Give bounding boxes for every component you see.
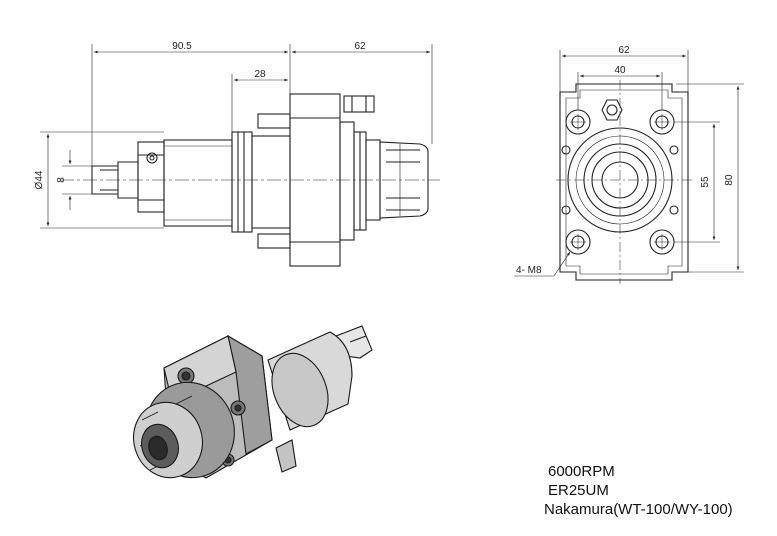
mount-bolt-bottom [257, 233, 291, 249]
front-view [556, 80, 692, 284]
side-view [60, 93, 440, 267]
bolt-hole-br [649, 229, 675, 255]
hex-plug-icon [601, 99, 623, 121]
dim-hole-spacing: 40 [614, 65, 626, 76]
bolt-hole-tr [649, 109, 675, 135]
body-cylinder [163, 139, 233, 227]
collet [379, 141, 429, 219]
mount-bolt-top [257, 113, 291, 129]
clamp-screw-icon [146, 152, 158, 164]
thread-label: 4- M8 [516, 265, 542, 276]
dim-overall-right: 62 [354, 41, 366, 52]
dim-shank: 8 [56, 177, 67, 183]
dim-diameter: Ø44 [34, 170, 45, 189]
dim-hole-vertical: 55 [700, 176, 711, 188]
isometric-view [133, 325, 373, 479]
spec-collet: ER25UM [548, 482, 609, 499]
spec-machine: Nakamura(WT-100/WY-100) [544, 501, 733, 518]
clamp-nut [137, 141, 165, 213]
coolant-fitting [343, 95, 375, 113]
dim-front-width: 62 [618, 45, 630, 56]
dim-front-height: 80 [724, 174, 735, 186]
bolt-hole-tl [565, 109, 591, 135]
bolt-hole-bl [565, 229, 591, 255]
bearing-section [231, 131, 253, 233]
front-flange-outline [559, 83, 689, 281]
side-dimensions [40, 44, 433, 229]
dim-inner: 28 [254, 69, 266, 80]
dim-overall-left: 90.5 [172, 41, 192, 52]
front-dimensions [514, 50, 744, 277]
spec-speed: 6000RPM [548, 463, 615, 480]
